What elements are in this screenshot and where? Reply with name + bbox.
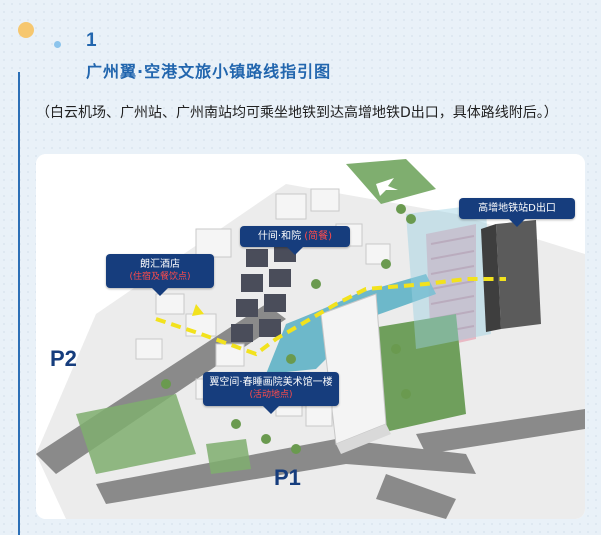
parking-p2-label: P2 [50,346,77,371]
airplane-icon [376,178,398,196]
section-timeline-line [18,72,20,535]
walking-route [155,277,506,357]
callout-gallery[interactable]: 翼空间·春睡画院美术馆一楼 (活动地点) [203,372,339,414]
parking-p1-label: P1 [274,465,301,490]
decor-dot-blue [54,41,61,48]
route-map[interactable]: 高增地铁站D出口 什间·和院 (简餐) 朗汇酒店 (住宿及餐饮点) 翼空间·春睡… [36,154,585,519]
callout-gallery-title: 翼空间·春睡画院美术馆一楼 [209,377,333,388]
callout-hotel-sub: (住宿及餐饮点) [129,272,191,282]
callout-metro-exit[interactable]: 高增地铁站D出口 [459,198,575,227]
section-title: 广州翼·空港文旅小镇路线指引图 [86,62,332,81]
route-arrow [192,304,204,316]
decor-dot-yellow [18,22,34,38]
intro-text: （白云机场、广州站、广州南站均可乘坐地铁到达高增地铁D出口，具体路线附后。） [36,105,558,121]
grass-lower-left [76,394,196,474]
green-field [366,314,466,434]
road [376,474,456,519]
callout-shijian-heyuan[interactable]: 什间·和院 (简餐) [240,226,350,255]
metro-building [496,220,541,329]
callout-hotel-title: 朗汇酒店 [140,259,180,270]
callout-metro-title: 高增地铁站D出口 [478,203,556,214]
road [96,439,476,504]
callout-shijian-title: 什间·和院 [257,231,302,242]
section-number: 1 [86,30,97,51]
pool [406,204,491,349]
callout-gallery-sub: (活动地点) [249,390,293,400]
road [416,409,585,454]
callout-shijian-tag: (简餐) [304,231,333,242]
callout-hotel[interactable]: 朗汇酒店 (住宿及餐饮点) [106,254,214,296]
